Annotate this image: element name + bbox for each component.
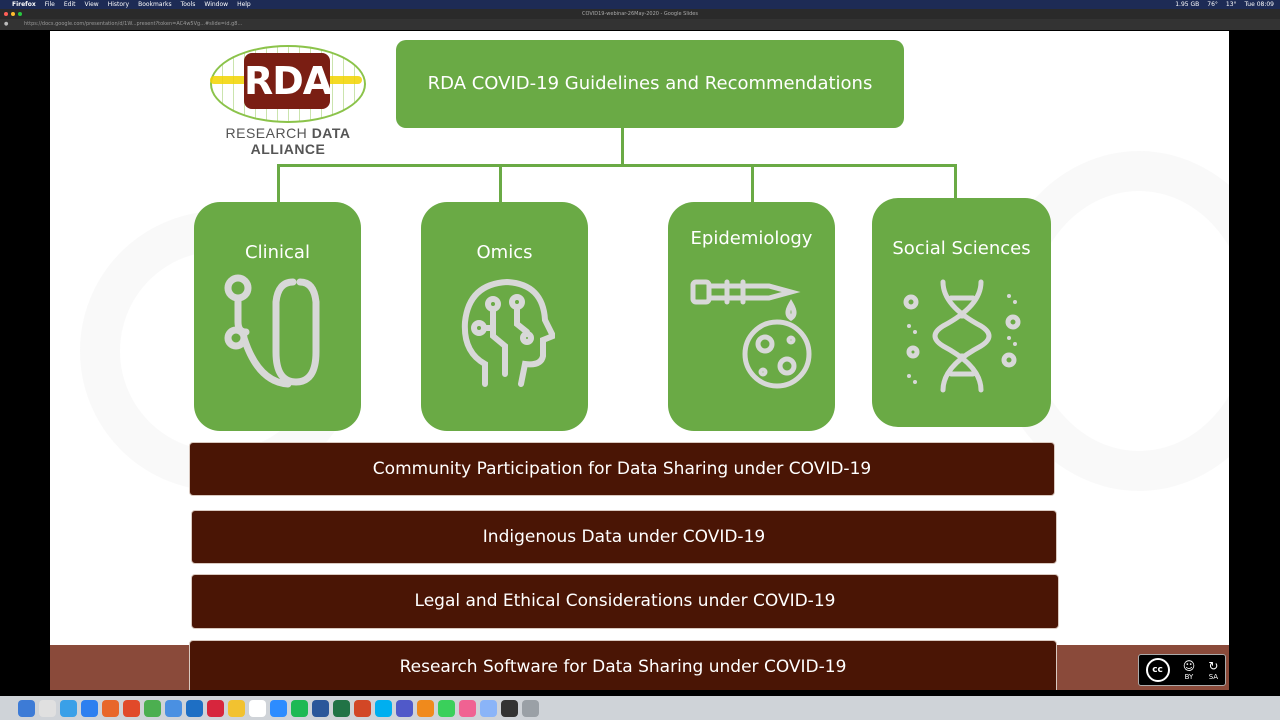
spotify-icon[interactable] [291,699,308,717]
presentation-slide: RDA RESEARCH DATA ALLIANCE RDA COVID-19 … [50,31,1229,690]
preview-icon[interactable] [480,699,497,717]
domain-label: Social Sciences [892,238,1031,259]
menubar-status-area: 1.95 GB 76° 13° Tue 08:09 [1175,0,1280,9]
domain-label: Clinical [245,242,310,263]
domain-label: Omics [476,242,533,263]
itunes-icon[interactable] [459,699,476,717]
cpu-temp-status[interactable]: 76° [1207,1,1218,8]
app-store-icon[interactable] [81,699,98,717]
trash-icon[interactable] [522,699,539,717]
stethoscope-icon [224,274,319,388]
rda-logo: RDA RESEARCH DATA ALLIANCE [198,41,378,157]
rda-logo-tagline: RESEARCH DATA ALLIANCE [198,125,378,157]
tagline-bold: DATA ALLIANCE [250,125,351,157]
address-bar[interactable]: ● https://docs.google.com/presentation/d… [0,19,1280,30]
cc-by-mark: ☺ BY [1183,659,1196,681]
dna-icon [903,279,1020,393]
minimize-window-button[interactable] [11,12,15,16]
theme-label: Research Software for Data Sharing under… [399,657,847,677]
slide-title-box: RDA COVID-19 Guidelines and Recommendati… [396,40,904,128]
cc-by-label: BY [1184,673,1194,681]
cc-by-sa-icon: cc ☺ BY ↻ SA [1138,654,1226,686]
connector-line [277,164,280,204]
close-window-button[interactable] [4,12,8,16]
theme-bar-research-software: Research Software for Data Sharing under… [189,640,1057,690]
finder-icon[interactable] [18,699,35,717]
safari-icon[interactable] [60,699,77,717]
browser-title-bar: COVID19-webinar-26May-2020 - Google Slid… [0,9,1280,19]
domain-card-omics: Omics [421,202,588,431]
outlook-icon[interactable] [186,699,203,717]
pipette-petri-dish-icon [690,279,811,389]
connector-line [277,164,957,167]
theme-label: Indigenous Data under COVID-19 [482,527,766,547]
zoom-window-button[interactable] [18,12,22,16]
firefox-icon[interactable] [102,699,119,717]
menu-app-firefox[interactable]: Firefox [12,1,36,8]
menu-window[interactable]: Window [204,1,229,8]
domain-card-epidemiology: Epidemiology [668,202,835,431]
cc-sa-mark: ↻ SA [1208,659,1218,681]
weather-status[interactable]: 13° [1225,1,1237,8]
excel-icon[interactable] [333,699,350,717]
window-controls [4,12,22,16]
menu-tools[interactable]: Tools [180,1,196,8]
mail-icon[interactable] [165,699,182,717]
opera-icon[interactable] [207,699,224,717]
connector-line [751,164,754,204]
menu-help[interactable]: Help [237,1,251,8]
word-icon[interactable] [312,699,329,717]
memory-status[interactable]: 1.95 GB [1175,1,1200,8]
url-text[interactable]: https://docs.google.com/presentation/d/1… [24,21,243,27]
macos-menu-bar: Firefox File Edit View History Bookmarks… [0,0,1280,9]
window-title: COVID19-webinar-26May-2020 - Google Slid… [582,11,698,17]
theme-label: Community Participation for Data Sharing… [372,459,872,479]
skype-icon[interactable] [375,699,392,717]
connector-line [499,164,502,204]
person-icon: ☺ [1182,659,1196,673]
domain-card-social-sciences: Social Sciences [872,198,1051,427]
menu-file[interactable]: File [44,1,55,8]
theme-label: Legal and Ethical Considerations under C… [414,591,836,611]
domain-label: Epidemiology [690,228,813,249]
launchpad-icon[interactable] [39,699,56,717]
theme-bar-indigenous: Indigenous Data under COVID-19 [191,510,1057,564]
teams-icon[interactable] [396,699,413,717]
messages-icon[interactable] [438,699,455,717]
menu-history[interactable]: History [107,1,130,8]
clock[interactable]: Tue 08:09 [1244,1,1274,8]
share-alike-icon: ↻ [1208,659,1219,673]
menu-bookmarks[interactable]: Bookmarks [138,1,172,8]
chrome-icon[interactable] [144,699,161,717]
zoom-icon[interactable] [270,699,287,717]
notes-icon[interactable] [228,699,245,717]
theme-bar-legal-ethical: Legal and Ethical Considerations under C… [191,574,1059,629]
calendar-icon[interactable] [249,699,266,717]
menu-edit[interactable]: Edit [63,1,76,8]
slide-title: RDA COVID-19 Guidelines and Recommendati… [427,73,873,94]
cc-sa-label: SA [1208,673,1219,681]
tagline-regular: RESEARCH [225,125,312,141]
rda-logo-mark: RDA [244,53,332,109]
macos-dock [0,696,1280,720]
head-circuit-icon [461,278,555,387]
powerpoint-icon[interactable] [354,699,371,717]
menu-view[interactable]: View [84,1,99,8]
connector-line [954,164,957,204]
theme-bar-community: Community Participation for Data Sharing… [189,442,1055,496]
terminal-icon[interactable] [501,699,518,717]
domain-card-clinical: Clinical [194,202,361,431]
cc-icon: cc [1145,658,1170,682]
connector-line [621,128,624,166]
lock-icon: ● [4,21,9,27]
brave-icon[interactable] [123,699,140,717]
vlc-icon[interactable] [417,699,434,717]
